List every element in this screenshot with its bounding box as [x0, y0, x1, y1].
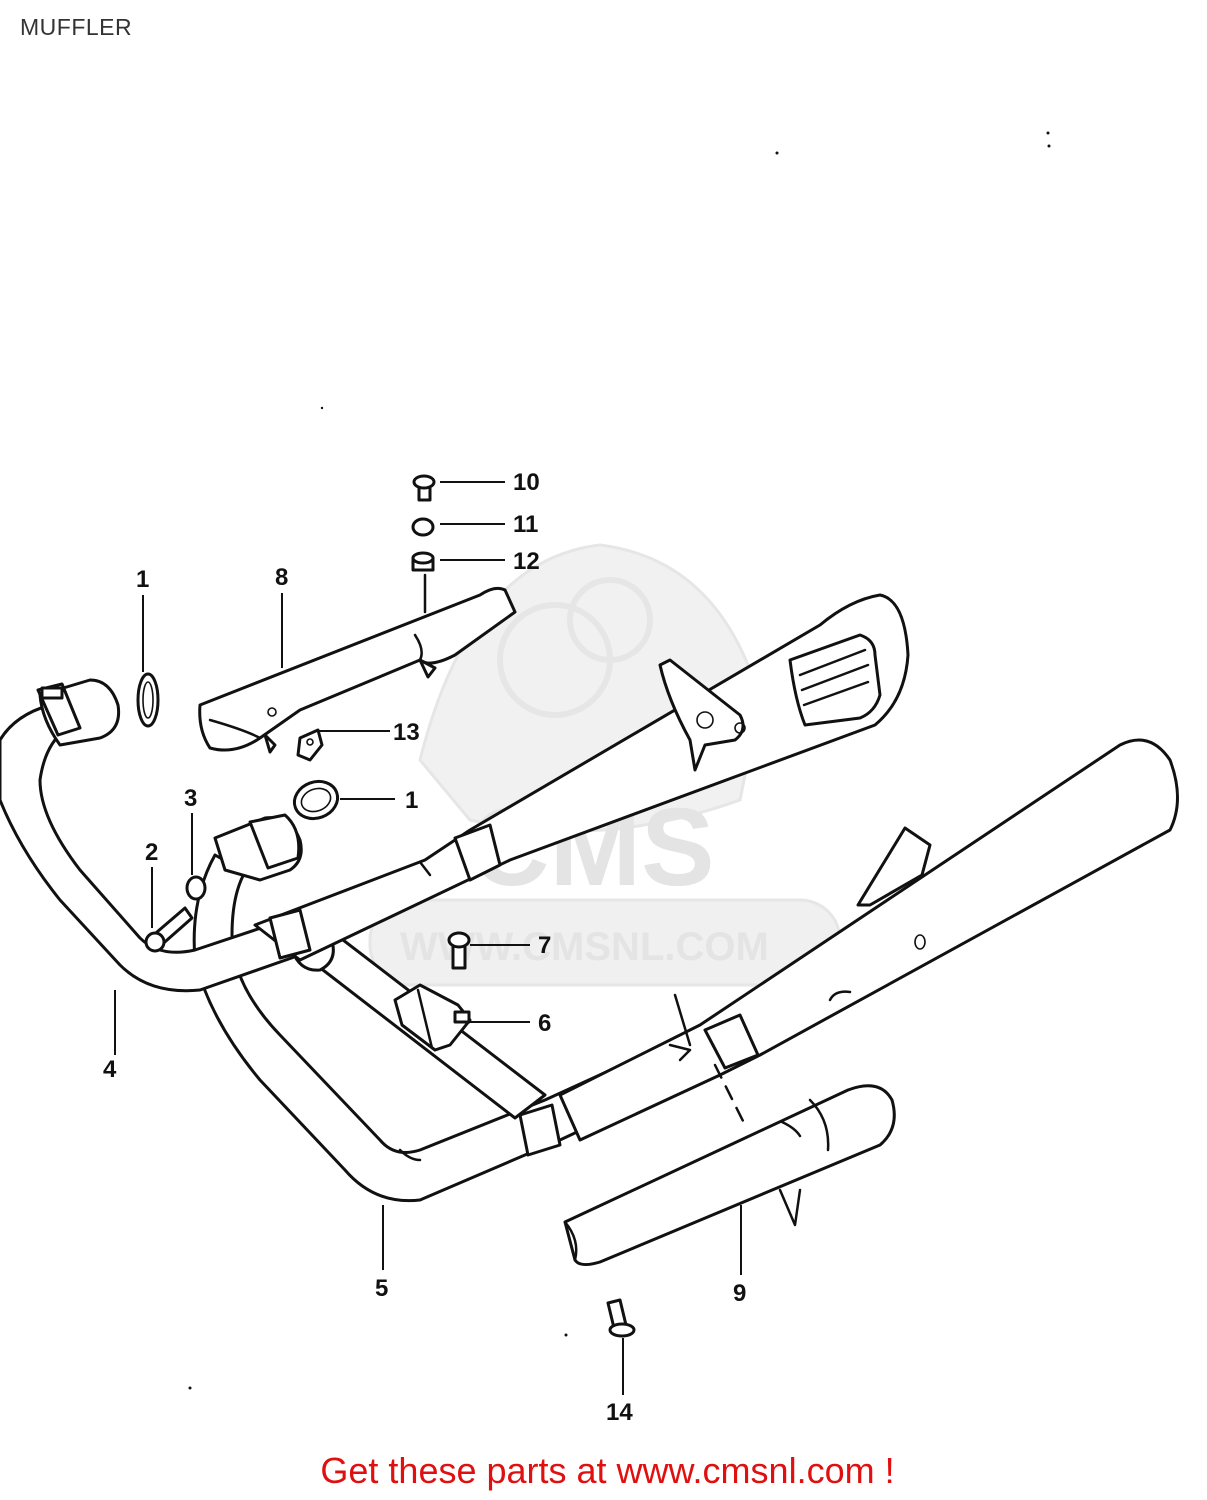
part-7-bolt [447, 931, 471, 970]
part-14-screw [606, 1298, 636, 1338]
callouts: 1 8 10 11 12 13 1 3 2 4 7 6 5 9 14 [103, 469, 746, 1426]
part-3-nut [185, 875, 207, 901]
callout-13: 13 [393, 719, 420, 746]
callout-11: 11 [513, 511, 538, 538]
part-13-clamp [296, 728, 324, 762]
part-10-bolt [412, 474, 436, 502]
scan-specks [188, 131, 1051, 1390]
joint-collars [268, 908, 312, 960]
leader-lines [114, 481, 742, 1395]
lower-muffler [558, 738, 1179, 1142]
callout-8: 8 [275, 564, 288, 591]
upper-muffler [253, 593, 910, 962]
alignment-lines [423, 573, 802, 1227]
callout-2: 2 [145, 839, 158, 866]
part-12-spacer [411, 551, 435, 572]
page-title: MUFFLER [20, 14, 133, 40]
part-2-bolt [144, 906, 194, 953]
part-6-clamp [393, 983, 472, 1052]
callout-10: 10 [513, 469, 540, 496]
callout-7: 7 [538, 932, 551, 959]
callout-12: 12 [513, 548, 540, 575]
callout-6: 6 [538, 1010, 551, 1037]
part-4-exhaust-pipe [0, 678, 302, 993]
callout-14: 14 [606, 1399, 633, 1426]
part-1-gasket-lower [292, 779, 340, 821]
part-8-heat-shield [198, 586, 517, 754]
flange-clamp [213, 813, 303, 882]
callout-1-upper: 1 [136, 566, 149, 593]
part-9-heat-shield [563, 1084, 896, 1267]
part-11-washer [411, 517, 435, 537]
callout-4: 4 [103, 1056, 117, 1083]
callout-9: 9 [733, 1280, 746, 1307]
footer-link-text: Get these parts at www.cmsnl.com ! [320, 1450, 895, 1491]
get-parts-link[interactable]: Get these parts at www.cmsnl.com ! [0, 1450, 1207, 1492]
callout-1-lower: 1 [405, 787, 418, 814]
part-1-gasket-upper [136, 672, 160, 728]
callout-5: 5 [375, 1275, 388, 1302]
callout-3: 3 [184, 785, 197, 812]
